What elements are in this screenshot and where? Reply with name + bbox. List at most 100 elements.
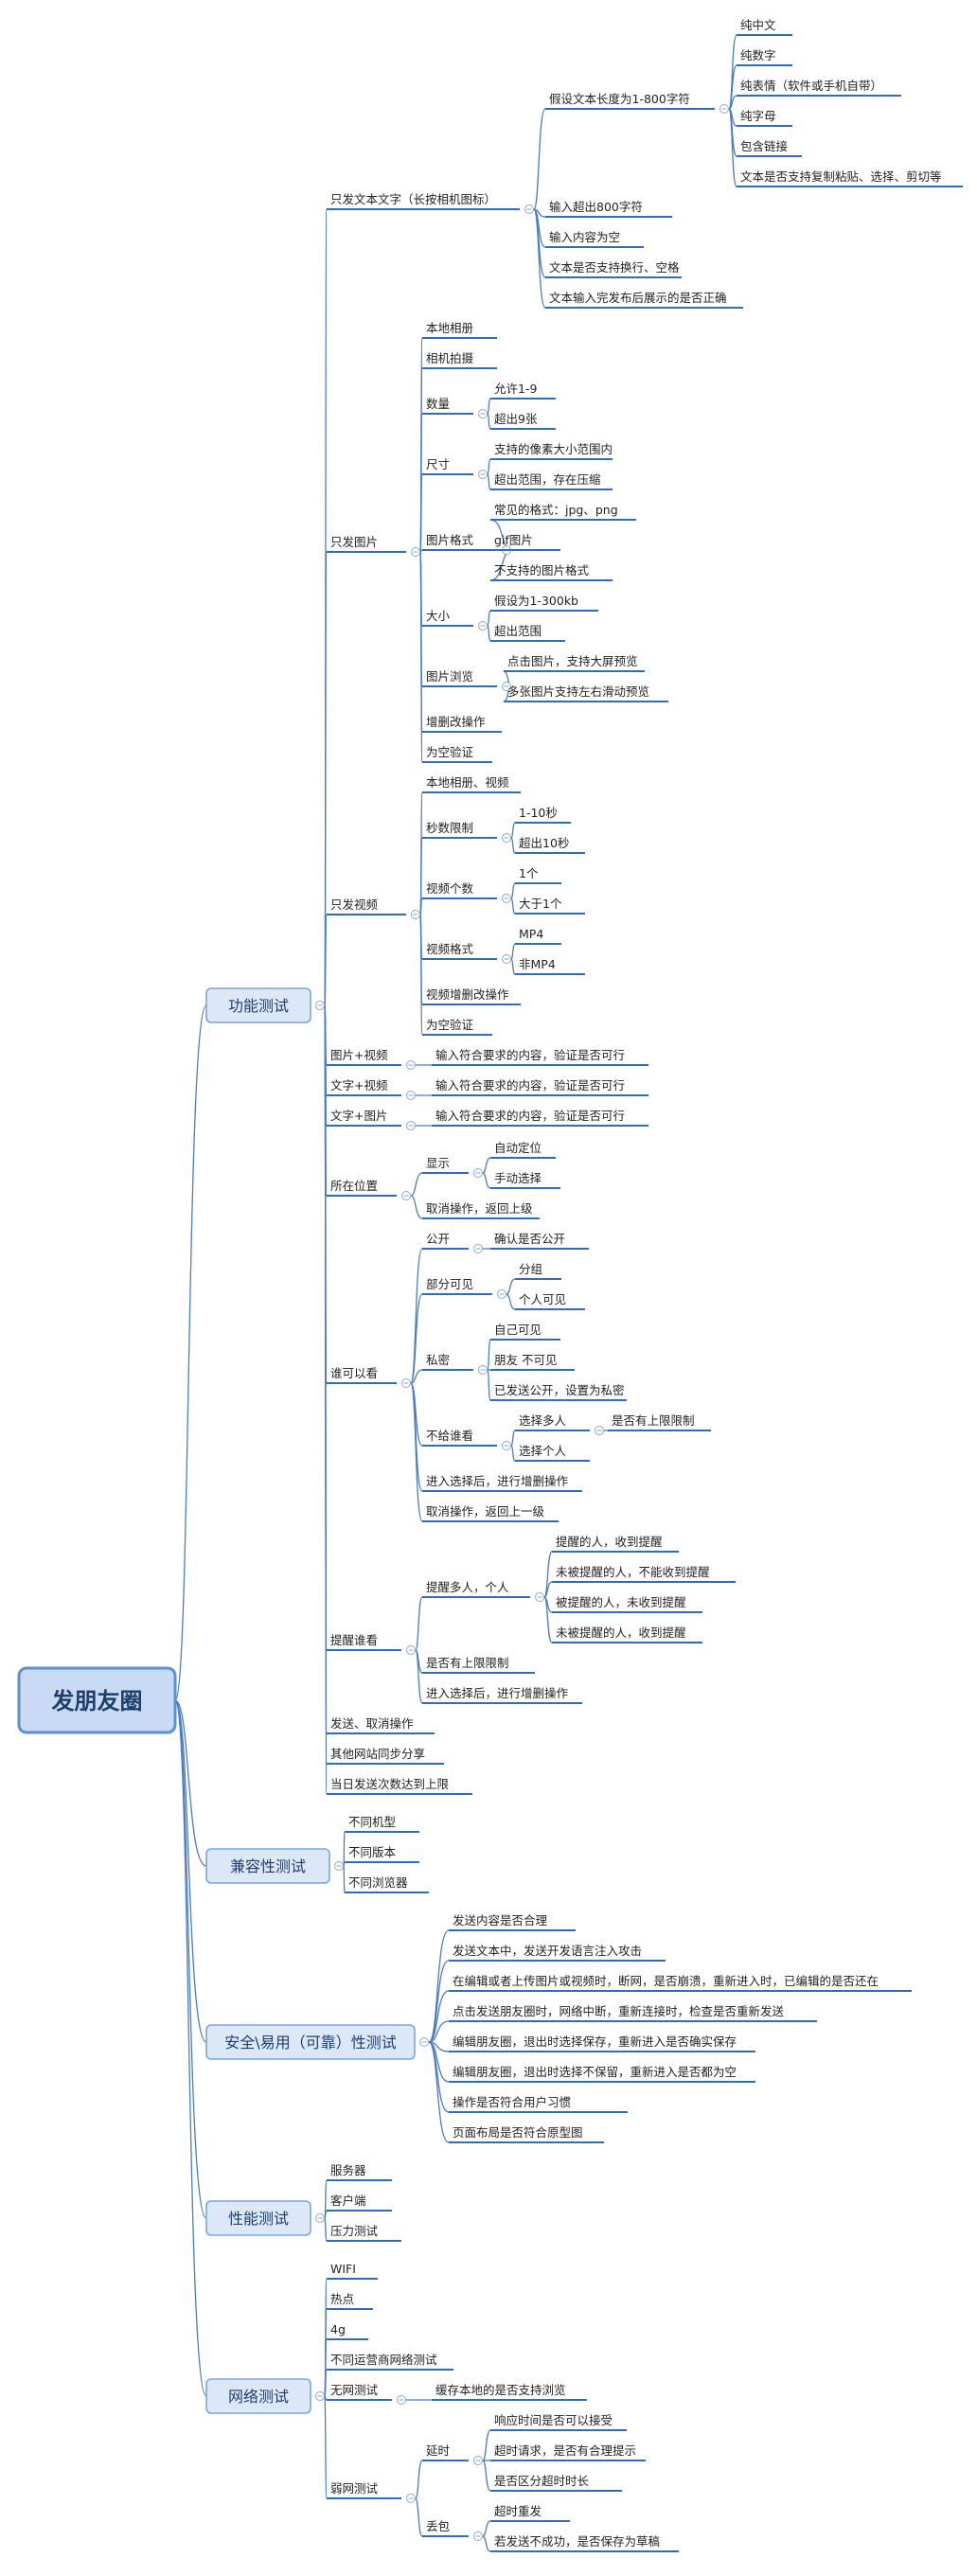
mindmap-node[interactable]: 是否区分超时时长	[490, 2474, 622, 2492]
mindmap-node[interactable]: 假设文本长度为1-800字符	[545, 92, 729, 114]
mindmap-node[interactable]: 支持的像素大小范围内	[490, 442, 613, 460]
mindmap-node[interactable]: 当日发送次数达到上限	[327, 1777, 472, 1795]
mindmap-node[interactable]: 选择个人	[515, 1444, 590, 1462]
mindmap-node[interactable]: 分组	[515, 1262, 561, 1280]
mindmap-node[interactable]: 是否有上限限制	[422, 1656, 535, 1674]
mindmap-node[interactable]: 已发送公开，设置为私密	[490, 1383, 627, 1401]
mindmap-node[interactable]: 纯表情（软件或手机自带）	[737, 79, 901, 97]
mindmap-node[interactable]: 个人可见	[515, 1292, 585, 1310]
mindmap-node[interactable]: 1个	[515, 866, 561, 884]
mindmap-node[interactable]: MP4	[515, 927, 561, 945]
mindmap-node[interactable]: 尺寸	[422, 457, 488, 479]
mindmap-node[interactable]: 只发图片	[327, 535, 420, 557]
mindmap-node[interactable]: 手动选择	[490, 1171, 560, 1189]
mindmap-node[interactable]: 视频增删改操作	[422, 987, 521, 1005]
mindmap-node[interactable]: 发送、取消操作	[327, 1716, 435, 1734]
mindmap-node[interactable]: 4g	[327, 2322, 368, 2340]
mindmap-node[interactable]: 不同运营商网络测试	[327, 2353, 453, 2371]
mindmap-node[interactable]: 假设为1-300kb	[490, 594, 598, 612]
mindmap-node[interactable]: 发送内容是否合理	[449, 1913, 576, 1931]
mindmap-node[interactable]: 输入符合要求的内容，验证是否可行	[432, 1078, 648, 1096]
mindmap-node[interactable]: 为空验证	[422, 745, 492, 763]
category-node[interactable]: 安全\易用（可靠）性测试	[205, 2024, 429, 2060]
mindmap-node[interactable]: 编辑朋友圈，退出时选择保存，重新进入是否确实保存	[449, 2034, 755, 2052]
mindmap-node[interactable]: 输入符合要求的内容，验证是否可行	[432, 1048, 648, 1066]
category-node[interactable]: 兼容性测试	[205, 1848, 344, 1884]
mindmap-node[interactable]: 显示	[422, 1156, 483, 1178]
mindmap-node[interactable]: 1-10秒	[515, 806, 571, 824]
mindmap-node[interactable]: 本地相册、视频	[422, 775, 521, 793]
mindmap-node[interactable]: 图片+视频	[327, 1048, 416, 1070]
mindmap-node[interactable]: 为空验证	[422, 1018, 492, 1036]
mindmap-node[interactable]: 不同浏览器	[345, 1875, 429, 1893]
root-node[interactable]: 发朋友圈	[17, 1666, 177, 1734]
mindmap-node[interactable]: 无网测试	[327, 2383, 406, 2405]
mindmap-node[interactable]: 大小	[422, 609, 488, 631]
mindmap-node[interactable]: 发送文本中，发送开发语言注入攻击	[449, 1944, 666, 1962]
mindmap-node[interactable]: 文字+视频	[327, 1078, 416, 1100]
mindmap-node[interactable]: 超出范围，存在压缩	[490, 472, 613, 490]
mindmap-node[interactable]: 文本是否支持换行、空格	[545, 260, 682, 278]
mindmap-node[interactable]: 取消操作，返回上级	[422, 1201, 540, 1219]
mindmap-node[interactable]: 提醒的人，收到提醒	[552, 1535, 679, 1553]
mindmap-node[interactable]: 超出范围	[490, 624, 565, 642]
mindmap-node[interactable]: 文本是否支持复制粘贴、选择、剪切等	[737, 169, 963, 187]
mindmap-node[interactable]: 超出9张	[490, 412, 556, 430]
mindmap-node[interactable]: 数量	[422, 397, 488, 418]
mindmap-node[interactable]: 纯字母	[737, 109, 792, 127]
mindmap-node[interactable]: 朋友 不可见	[490, 1353, 575, 1371]
mindmap-node[interactable]: 秒数限制	[422, 821, 511, 843]
mindmap-node[interactable]: 其他网站同步分享	[327, 1747, 444, 1765]
mindmap-node[interactable]: 相机拍摄	[422, 351, 497, 369]
mindmap-node[interactable]: 部分可见	[422, 1277, 506, 1299]
mindmap-node[interactable]: gif图片	[490, 533, 560, 551]
mindmap-node[interactable]: 取消操作，返回上一级	[422, 1504, 559, 1522]
category-node[interactable]: 功能测试	[205, 987, 325, 1023]
mindmap-node[interactable]: 多张图片支持左右滑动预览	[504, 684, 668, 702]
mindmap-node[interactable]: 自己可见	[490, 1323, 560, 1341]
mindmap-node[interactable]: 常见的格式：jpg、png	[490, 503, 636, 521]
mindmap-node[interactable]: 未被提醒的人，不能收到提醒	[552, 1565, 736, 1583]
mindmap-node[interactable]: 未被提醒的人，收到提醒	[552, 1626, 702, 1643]
mindmap-node[interactable]: 输入内容为空	[545, 230, 644, 248]
mindmap-node[interactable]: 文本输入完发布后展示的是否正确	[545, 291, 743, 309]
mindmap-node[interactable]: 提醒谁看	[327, 1633, 416, 1655]
mindmap-node[interactable]: 大于1个	[515, 897, 585, 915]
mindmap-node[interactable]: 客户端	[327, 2194, 392, 2212]
mindmap-node[interactable]: 图片浏览	[422, 669, 511, 691]
mindmap-node[interactable]: 是否有上限限制	[608, 1413, 711, 1431]
mindmap-node[interactable]: 提醒多人，个人	[422, 1580, 544, 1602]
mindmap-node[interactable]: 被提醒的人，未收到提醒	[552, 1595, 702, 1613]
mindmap-node[interactable]: 操作是否符合用户习惯	[449, 2095, 628, 2113]
mindmap-node[interactable]: 不同版本	[345, 1845, 419, 1863]
mindmap-node[interactable]: 点击发送朋友圈时，网络中断，重新连接时，检查是否重新发送	[449, 2004, 817, 2022]
mindmap-node[interactable]: 页面布局是否符合原型图	[449, 2125, 604, 2143]
mindmap-node[interactable]: 纯数字	[737, 48, 792, 66]
mindmap-node[interactable]: 热点	[327, 2292, 373, 2310]
mindmap-node[interactable]: 自动定位	[490, 1141, 556, 1159]
mindmap-node[interactable]: 允许1-9	[490, 382, 556, 400]
mindmap-node[interactable]: 非MP4	[515, 957, 585, 975]
mindmap-node[interactable]: 本地相册	[422, 321, 497, 339]
mindmap-node[interactable]: 超时请求，是否有合理提示	[490, 2443, 646, 2461]
mindmap-node[interactable]: 超出10秒	[515, 836, 585, 854]
mindmap-node[interactable]: 输入符合要求的内容，验证是否可行	[432, 1109, 648, 1127]
mindmap-node[interactable]: 不给谁看	[422, 1429, 511, 1450]
mindmap-node[interactable]: 增删改操作	[422, 715, 502, 733]
category-node[interactable]: 网络测试	[205, 2378, 325, 2414]
mindmap-node[interactable]: 编辑朋友圈，退出时选择不保留，重新进入是否都为空	[449, 2065, 755, 2083]
mindmap-node[interactable]: 点击图片，支持大屏预览	[504, 654, 645, 672]
mindmap-node[interactable]: 文字+图片	[327, 1109, 416, 1130]
mindmap-node[interactable]: 视频个数	[422, 881, 511, 903]
mindmap-node[interactable]: WIFI	[327, 2262, 378, 2280]
mindmap-node[interactable]: 只发文本文字（长按相机图标）	[327, 192, 534, 214]
mindmap-node[interactable]: 延时	[422, 2443, 483, 2465]
mindmap-node[interactable]: 超时重发	[490, 2504, 570, 2522]
mindmap-node[interactable]: 所在位置	[327, 1179, 411, 1200]
mindmap-node[interactable]: 不同机型	[345, 1815, 419, 1833]
mindmap-node[interactable]: 视频格式	[422, 942, 511, 964]
mindmap-node[interactable]: 压力测试	[327, 2224, 401, 2242]
mindmap-node[interactable]: 在编辑或者上传图片或视频时，断网，是否崩溃，重新进入时，已编辑的是否还在	[449, 1974, 912, 1992]
mindmap-node[interactable]: 不支持的图片格式	[490, 563, 613, 581]
mindmap-node[interactable]: 只发视频	[327, 897, 420, 919]
